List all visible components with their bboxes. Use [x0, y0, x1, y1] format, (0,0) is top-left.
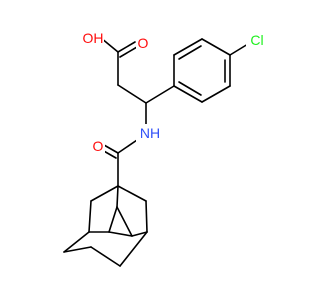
cage-bond-14 — [90, 246, 121, 267]
cage-bond-10 — [131, 231, 148, 237]
atom-labels: OH O Cl NH O — [82, 29, 268, 155]
cage-bond-9 — [63, 231, 90, 253]
cage-bond-5 — [145, 200, 148, 233]
ring-bond-2 — [173, 38, 203, 56]
cage-bond-12 — [108, 231, 133, 237]
bond-ch2-ch — [117, 84, 147, 104]
bond-c-o-double-a — [117, 41, 136, 53]
adamantane-cage — [63, 185, 148, 267]
chlorophenyl-ring — [145, 38, 249, 104]
bond-carbonyl-o-a — [103, 144, 119, 154]
amide-oxygen-label: O — [93, 138, 104, 154]
ring-bond-5 — [201, 85, 231, 103]
carboxyl-oxygen-label: O — [138, 35, 149, 51]
cage-bond-13 — [63, 246, 92, 253]
ring-inner-bond-c — [178, 81, 202, 96]
ring-inner-bond-a — [178, 45, 202, 60]
hydroxyl-label: OH — [83, 30, 104, 46]
cage-bond-1 — [90, 185, 119, 202]
bond-c-o-double-b — [119, 46, 138, 58]
cage-bond-4 — [88, 200, 92, 233]
cage-bond-3 — [116, 185, 119, 208]
ring-bond-6 — [173, 85, 203, 103]
amide-nitrogen-label: NH — [140, 125, 160, 141]
chlorine-label: Cl — [250, 32, 263, 48]
cage-bond-11 — [119, 231, 148, 267]
bond-aryl-cl — [229, 43, 249, 56]
molecule-structure: OH O Cl NH O — [63, 29, 268, 267]
ring-bond-3 — [201, 38, 231, 56]
cage-bond-6 — [108, 206, 118, 233]
cage-bond-2 — [117, 185, 147, 202]
cage-bond-7 — [116, 206, 133, 237]
bond-ch-aryl — [145, 85, 175, 104]
amide-linkage — [101, 102, 147, 187]
